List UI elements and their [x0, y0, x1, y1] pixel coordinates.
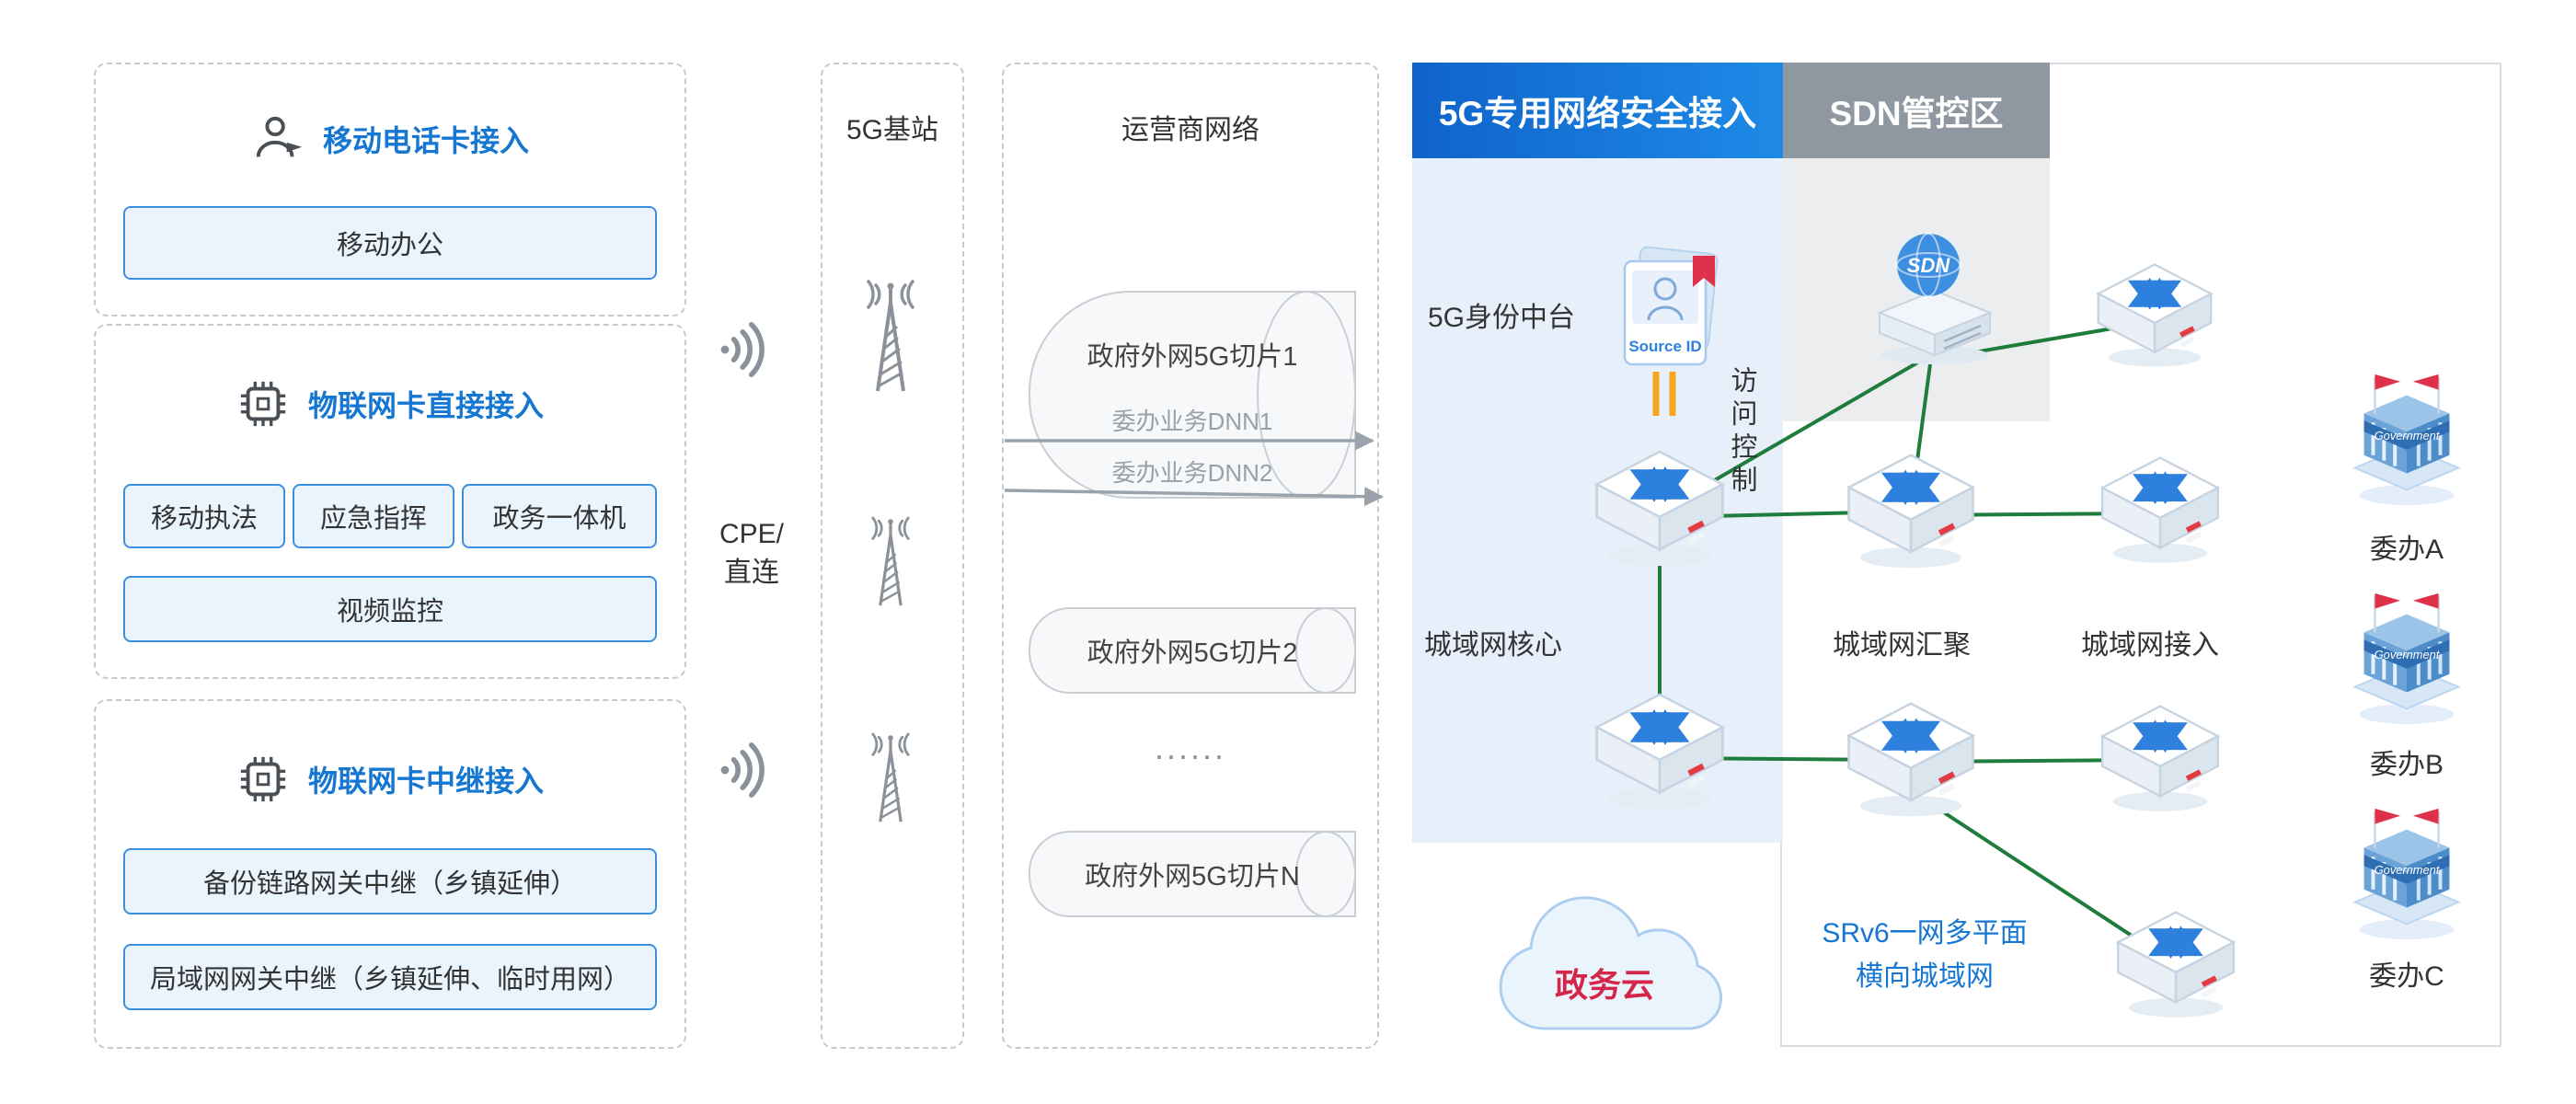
- person-icon: [251, 112, 305, 166]
- cell-tower-icon: [845, 276, 937, 397]
- panel-mobile-sim-access: 移动电话卡接入 移动办公: [94, 63, 686, 316]
- node-emergency-command: 应急指挥: [293, 484, 454, 548]
- radio-signal-icon: [718, 311, 776, 388]
- cylinder-cap: [1257, 291, 1356, 499]
- government-building-icon: Government: [2346, 799, 2467, 944]
- node-mobile-office: 移动办公: [123, 206, 657, 280]
- metro-core-router-icon: [1590, 440, 1730, 569]
- panel-title-text: 移动电话卡接入: [322, 124, 529, 157]
- metro-access-label: 城域网接入: [2081, 630, 2219, 661]
- metro-core-label: 城域网核心: [1424, 630, 1562, 661]
- slice-cylinder-n: 政府外网5G切片N: [1029, 831, 1356, 917]
- metro-access-router-icon: [2092, 254, 2217, 369]
- node-mobile-law-enforcement: 移动执法: [123, 484, 285, 548]
- building-banner-text: Government: [2375, 429, 2441, 443]
- metro-access-router-icon: [2096, 447, 2225, 565]
- cell-tower-icon: [854, 730, 927, 827]
- source-id-card-icon: Source ID: [1608, 237, 1737, 375]
- committee-a-label: 委办A: [2369, 535, 2444, 565]
- government-cloud-icon: [1470, 867, 1739, 1051]
- panel-iot-direct-access: 物联网卡直接接入 移动执法 应急指挥 政务一体机 视频监控: [94, 324, 686, 679]
- node-video-surveillance: 视频监控: [123, 576, 657, 642]
- panel-mobile-sim-title-row: 移动电话卡接入: [96, 112, 684, 166]
- metro-aggregation-label: 城域网汇聚: [1833, 630, 1971, 661]
- cylinder-cap: [1295, 831, 1356, 917]
- metro-aggregation-router-icon: [1842, 692, 1980, 819]
- srv6-line1: SRv6一网多平面: [1822, 918, 2028, 949]
- cpe-line1: CPE/: [719, 519, 785, 549]
- cpe-direct-label: CPE/ 直连: [701, 515, 802, 592]
- metro-access-router-icon: [2111, 902, 2240, 1019]
- node-lan-gateway-relay: 局域网网关中继（乡镇延伸、临时用网）: [123, 944, 657, 1010]
- committee-c-label: 委办C: [2369, 961, 2444, 992]
- dnn2-label: 委办业务DNN2: [1111, 459, 1273, 487]
- metro-core-router-icon: [1590, 683, 1730, 811]
- node-backup-link-gateway-relay: 备份链路网关中继（乡镇延伸）: [123, 848, 657, 914]
- government-building-icon: Government: [2346, 364, 2467, 510]
- panel-title-text: 物联网卡直接接入: [307, 389, 544, 422]
- panel-iot-relay-access: 物联网卡中继接入 备份链路网关中继（乡镇延伸） 局域网网关中继（乡镇延伸、临时用…: [94, 699, 686, 1049]
- secure-access-header: 5G专用网络安全接入: [1412, 63, 1783, 158]
- sdn-sphere-text: SDN: [1907, 254, 1951, 277]
- ellipsis-label: ......: [1154, 729, 1226, 766]
- panel-iot-relay-title-row: 物联网卡中继接入: [96, 753, 684, 806]
- sdn-controller-icon: SDN: [1857, 223, 2013, 370]
- slice-cylinder-1: 政府外网5G切片1 委办业务DNN1 委办业务DNN2: [1029, 291, 1356, 499]
- building-banner-text: Government: [2375, 648, 2441, 661]
- government-building-icon: Government: [2346, 583, 2467, 729]
- chip-icon: [236, 753, 290, 806]
- slice-cylinder-2: 政府外网5G切片2: [1029, 607, 1356, 694]
- node-gov-all-in-one: 政务一体机: [462, 484, 657, 548]
- metro-aggregation-router-icon: [1842, 443, 1980, 570]
- carrier-column-title: 运营商网络: [1121, 115, 1259, 145]
- source-id-text: Source ID: [1628, 338, 1701, 355]
- access-control-label: 访问控制: [1727, 366, 1756, 499]
- metro-access-router-icon: [2096, 696, 2225, 813]
- building-banner-text: Government: [2375, 863, 2441, 877]
- srv6-caption: SRv6一网多平面 横向城域网: [1796, 913, 2053, 998]
- sdn-header: SDN管控区: [1783, 63, 2050, 158]
- government-cloud-label: 政务云: [1554, 966, 1654, 1004]
- cell-tower-icon: [854, 513, 927, 611]
- cpe-line2: 直连: [724, 558, 779, 588]
- radio-signal-icon: [718, 731, 776, 809]
- bts-column-title: 5G基站: [845, 115, 939, 145]
- cylinder-cap: [1295, 607, 1356, 694]
- committee-b-label: 委办B: [2369, 750, 2444, 780]
- slice1-label: 政府外网5G切片1: [1087, 342, 1298, 372]
- dnn1-label: 委办业务DNN1: [1111, 408, 1273, 435]
- chip-icon: [236, 377, 290, 431]
- slice2-label: 政府外网5G切片2: [1087, 638, 1298, 668]
- panel-iot-direct-title-row: 物联网卡直接接入: [96, 377, 684, 431]
- panel-title-text: 物联网卡中继接入: [307, 765, 544, 798]
- srv6-line2: 横向城域网: [1856, 960, 1994, 992]
- identity-platform-label: 5G身份中台: [1428, 303, 1576, 333]
- sliceN-label: 政府外网5G切片N: [1085, 862, 1300, 891]
